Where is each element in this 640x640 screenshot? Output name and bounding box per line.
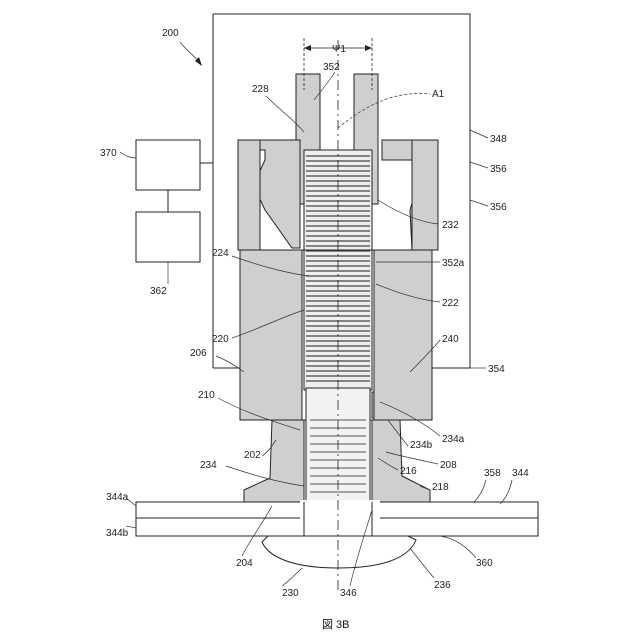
nozzle-202 (244, 420, 304, 502)
ref-222: 222 (442, 298, 459, 309)
ref-204: 204 (236, 558, 253, 569)
ref-352: 352 (323, 62, 340, 73)
figure-caption: 図 3B (322, 618, 350, 631)
ref-232: 232 (442, 220, 459, 231)
ref-344b: 344b (106, 528, 129, 539)
ref-220: 220 (212, 334, 229, 345)
ref-356b: 356 (490, 202, 507, 213)
ref-344a: 344a (106, 492, 129, 503)
ref-356a: 356 (490, 164, 507, 175)
ref-236: 236 (434, 580, 451, 591)
box-362 (136, 212, 200, 262)
ref-218: 218 (432, 482, 449, 493)
ref-230: 230 (282, 588, 299, 599)
ref-216: 216 (400, 466, 417, 477)
ref-210: 210 (198, 390, 215, 401)
ref-228: 228 (252, 84, 269, 95)
dimension-label: Ψ1 (332, 44, 346, 55)
deposit-230 (262, 536, 416, 568)
ref-354: 354 (488, 364, 505, 375)
ref-346: 346 (340, 588, 357, 599)
ref-208: 208 (440, 460, 457, 471)
box-370 (136, 140, 200, 190)
axis-label-a1: A1 (432, 89, 445, 100)
ref-224: 224 (212, 248, 229, 259)
ref-234b: 234b (410, 440, 433, 451)
ref-202: 202 (244, 450, 261, 461)
ref-370: 370 (100, 148, 117, 159)
ref-348: 348 (490, 134, 507, 145)
ref-362: 362 (150, 286, 167, 297)
ref-360: 360 (476, 558, 493, 569)
ref-358: 358 (484, 468, 501, 479)
ref-352a: 352a (442, 258, 465, 269)
ref-206: 206 (190, 348, 207, 359)
ref-200: 200 (162, 28, 179, 39)
ref-344: 344 (512, 468, 529, 479)
ref-240: 240 (442, 334, 459, 345)
ref-234a: 234a (442, 434, 465, 445)
ref-234: 234 (200, 460, 217, 471)
